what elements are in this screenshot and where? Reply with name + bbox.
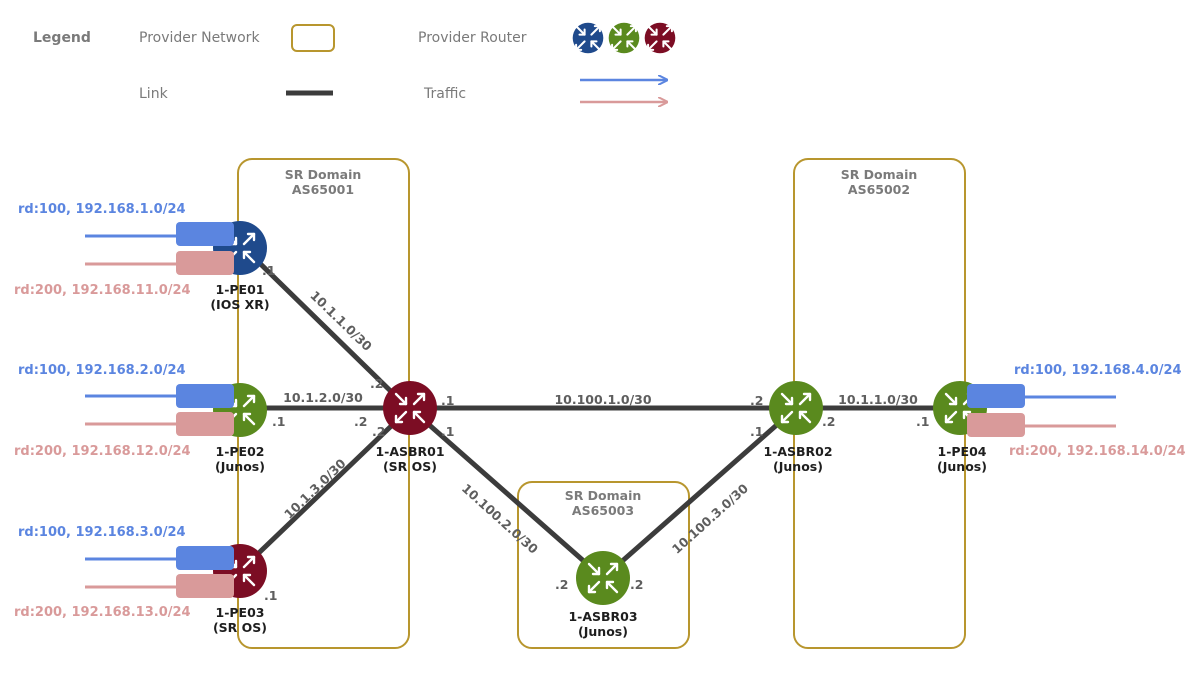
route-blue-label: rd:100, 192.168.3.0/24 — [18, 525, 186, 540]
link-asbr02-asbr03 — [600, 405, 799, 581]
route-pink-label: rd:200, 192.168.14.0/24 — [1009, 444, 1186, 459]
domain-title: SR Domain — [285, 167, 362, 182]
domain-title: SR Domain — [841, 167, 918, 182]
router-asbr03[interactable] — [576, 551, 630, 605]
link-subnet-label: 10.1.1.0/30 — [838, 392, 918, 407]
route-blue-label: rd:100, 192.168.2.0/24 — [18, 363, 186, 378]
traffic-pe03 — [85, 557, 180, 589]
link-subnet-label: 10.1.2.0/30 — [283, 390, 363, 405]
ip-label: .1 — [441, 393, 454, 408]
link-subnet-label: 10.100.1.0/30 — [554, 392, 651, 407]
traffic-blue-block — [967, 384, 1025, 408]
traffic-pink-block — [176, 574, 234, 598]
route-pink-label: rd:200, 192.168.13.0/24 — [14, 605, 191, 620]
router-asbr01[interactable] — [383, 381, 437, 435]
domain-as: AS65003 — [572, 503, 634, 518]
router-name: 1-ASBR03 — [568, 609, 637, 624]
legend-provider-network-label: Provider Network — [139, 30, 260, 46]
domain-as: AS65002 — [848, 182, 910, 197]
traffic-pe01 — [85, 234, 180, 266]
ip-label: .2 — [555, 577, 568, 592]
router-name: 1-PE04 — [938, 444, 987, 459]
router-asbr01-icon — [383, 381, 437, 435]
ip-label: .2 — [630, 577, 643, 592]
router-os: (Junos) — [773, 459, 823, 474]
traffic-blue-block — [176, 384, 234, 408]
route-blue-label: rd:100, 192.168.4.0/24 — [1014, 363, 1182, 378]
router-os: (IOS XR) — [210, 297, 269, 312]
ip-label: .1 — [272, 414, 285, 429]
route-pink-label: rd:200, 192.168.12.0/24 — [14, 444, 191, 459]
ip-label: .2 — [822, 414, 835, 429]
link-pe03-asbr01 — [237, 405, 413, 574]
link-subnet-label: 10.100.3.0/30 — [669, 480, 751, 556]
router-name: 1-ASBR02 — [763, 444, 832, 459]
traffic-pink-block — [176, 412, 234, 436]
link-asbr01-asbr03 — [407, 405, 606, 581]
legend-provider-router-label: Provider Router — [418, 30, 527, 46]
legend-title: Legend — [33, 30, 91, 46]
ip-label: .1 — [750, 424, 763, 439]
legend-traffic-label: Traffic — [423, 86, 466, 102]
links — [237, 241, 963, 581]
ip-label: .1 — [264, 588, 277, 603]
router-name: 1-PE02 — [216, 444, 265, 459]
traffic-pink-block — [967, 413, 1025, 437]
router-asbr03-icon — [576, 551, 630, 605]
traffic-pe02 — [85, 394, 180, 426]
legend-router-green-icon — [608, 22, 640, 54]
link-subnet-label: 10.100.2.0/30 — [459, 481, 541, 557]
route-blue-label: rd:100, 192.168.1.0/24 — [18, 202, 186, 217]
traffic-blue-block — [176, 546, 234, 570]
legend-router-red-icon — [644, 22, 676, 54]
ip-label: .2 — [372, 424, 385, 439]
legend-router-blue-icon — [572, 22, 604, 54]
legend-provider-network-swatch — [291, 24, 335, 52]
ip-label: .2 — [354, 414, 367, 429]
ip-label: .1 — [916, 414, 929, 429]
router-name: 1-PE03 — [216, 605, 265, 620]
domain-as: AS65001 — [292, 182, 354, 197]
domain-as65003: SR Domain AS65003 — [517, 481, 690, 649]
ip-label: .1 — [262, 263, 275, 278]
router-name: 1-ASBR01 — [375, 444, 444, 459]
ip-label: .1 — [441, 424, 454, 439]
link-pe01-asbr01 — [237, 241, 413, 413]
traffic-pe04 — [1020, 395, 1116, 428]
traffic-blue-block — [176, 222, 234, 246]
router-asbr02[interactable] — [769, 381, 823, 435]
legend-link-label: Link — [139, 86, 169, 102]
link-subnet-label: 10.1.3.0/30 — [281, 455, 349, 521]
router-os: (SR OS) — [213, 620, 267, 635]
router-name: 1-PE01 — [216, 282, 265, 297]
router-os: (Junos) — [215, 459, 265, 474]
router-asbr02-icon — [769, 381, 823, 435]
route-pink-label: rd:200, 192.168.11.0/24 — [14, 283, 191, 298]
router-os: (Junos) — [578, 624, 628, 639]
interface-labels: .1 .2 .1 .2 .1 .2 .1 .2 .1 .2 .2 .1 .2 .… — [262, 263, 929, 603]
domain-title: SR Domain — [565, 488, 642, 503]
ip-label: .2 — [370, 376, 383, 391]
ip-label: .2 — [750, 393, 763, 408]
router-os: (SR OS) — [383, 459, 437, 474]
traffic-pink-block — [176, 251, 234, 275]
legend: Legend Provider Network Provider Router … — [33, 22, 676, 102]
router-os: (Junos) — [937, 459, 987, 474]
